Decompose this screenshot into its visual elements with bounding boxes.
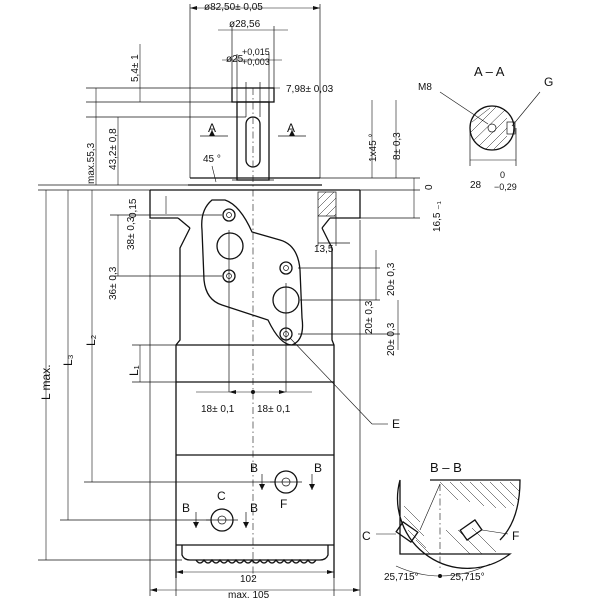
dim-l1: L₁ xyxy=(127,365,141,376)
dim-25-715-right: 25,715° xyxy=(450,572,485,583)
label-g: G xyxy=(544,75,553,89)
dim-dia-25-upper: +0,015 xyxy=(242,47,270,57)
dim-36: 36± 0,3 xyxy=(108,266,119,300)
label-b-4: B xyxy=(250,501,258,515)
port-plate xyxy=(201,199,304,392)
dim-38: 38± 0,3 xyxy=(126,216,137,250)
bottom-dimensions xyxy=(149,220,361,596)
section-aa-view xyxy=(439,91,541,166)
dim-l-max: L max. xyxy=(39,364,53,400)
dim-102: 102 xyxy=(240,574,257,585)
dim-0-15: 0,15 xyxy=(128,198,139,218)
dim-20-lower: 20± 0,3 xyxy=(386,322,397,356)
dim-dia-25: ø25 xyxy=(226,54,244,65)
mounting-flange xyxy=(149,177,361,229)
section-bb-title: B – B xyxy=(430,460,462,475)
dim-8: 8± 0,3 xyxy=(392,132,403,160)
label-m8: M8 xyxy=(418,82,432,93)
angle-45-leader xyxy=(211,165,217,183)
motor-body xyxy=(175,227,335,578)
dim-28-lower: −0,29 xyxy=(494,182,517,192)
dim-dia-25-lower: +0,003 xyxy=(242,57,270,67)
label-a-left: A xyxy=(208,121,216,135)
section-aa-title: A – A xyxy=(474,64,505,79)
dim-16-5: 16,5 ₋₁ xyxy=(432,200,443,232)
dim-dia-28: ø28,56 xyxy=(229,19,261,30)
cut-line-aa xyxy=(200,130,306,137)
angle-45: 45 ° xyxy=(203,154,221,165)
label-c: C xyxy=(217,489,226,503)
dim-max-55-3: max.55,3 xyxy=(86,142,97,184)
dim-18-left: 18± 0,1 xyxy=(201,404,235,415)
dim-43-2: 43,2± 0,8 xyxy=(108,128,119,170)
dim-13-5: 13,5 xyxy=(314,244,334,255)
dim-25-715-left: 25,715° xyxy=(384,572,419,583)
dim-l3: L₃ xyxy=(61,354,75,366)
label-f: F xyxy=(280,497,287,511)
label-b-3: B xyxy=(182,501,190,515)
dim-20-upper: 20± 0,3 xyxy=(386,262,397,296)
dim-20-middle: 20± 0,3 xyxy=(364,300,375,334)
right-dimensions xyxy=(298,100,420,350)
leader-e xyxy=(289,337,373,425)
top-dimensions xyxy=(189,4,321,178)
dim-18-right: 18± 0,1 xyxy=(257,404,291,415)
section-bb-c: C xyxy=(362,529,371,543)
dim-28-upper: 0 xyxy=(500,170,505,180)
label-b-2: B xyxy=(314,461,322,475)
dim-5-4: 5,4± 1 xyxy=(130,54,141,82)
bolt-spacing-dims xyxy=(196,390,312,394)
label-b-1: B xyxy=(250,461,258,475)
label-e: E xyxy=(392,417,400,431)
dim-dia-82: ø82,50± 0,05 xyxy=(204,2,263,13)
dim-1x45: 1x45 ° xyxy=(368,134,379,162)
dim-28-section: 28 xyxy=(470,180,482,191)
dim-l2: L₂ xyxy=(84,334,98,346)
section-bb-f: F xyxy=(512,529,519,543)
dim-zero: 0 xyxy=(424,184,435,190)
dim-max-105: max. 105 xyxy=(228,590,270,600)
label-a-right: A xyxy=(287,121,295,135)
section-bb-view xyxy=(376,479,521,578)
left-dimensions xyxy=(38,44,275,561)
lower-port-c xyxy=(206,508,238,532)
dim-key-width: 7,98± 0,03 xyxy=(286,84,334,95)
